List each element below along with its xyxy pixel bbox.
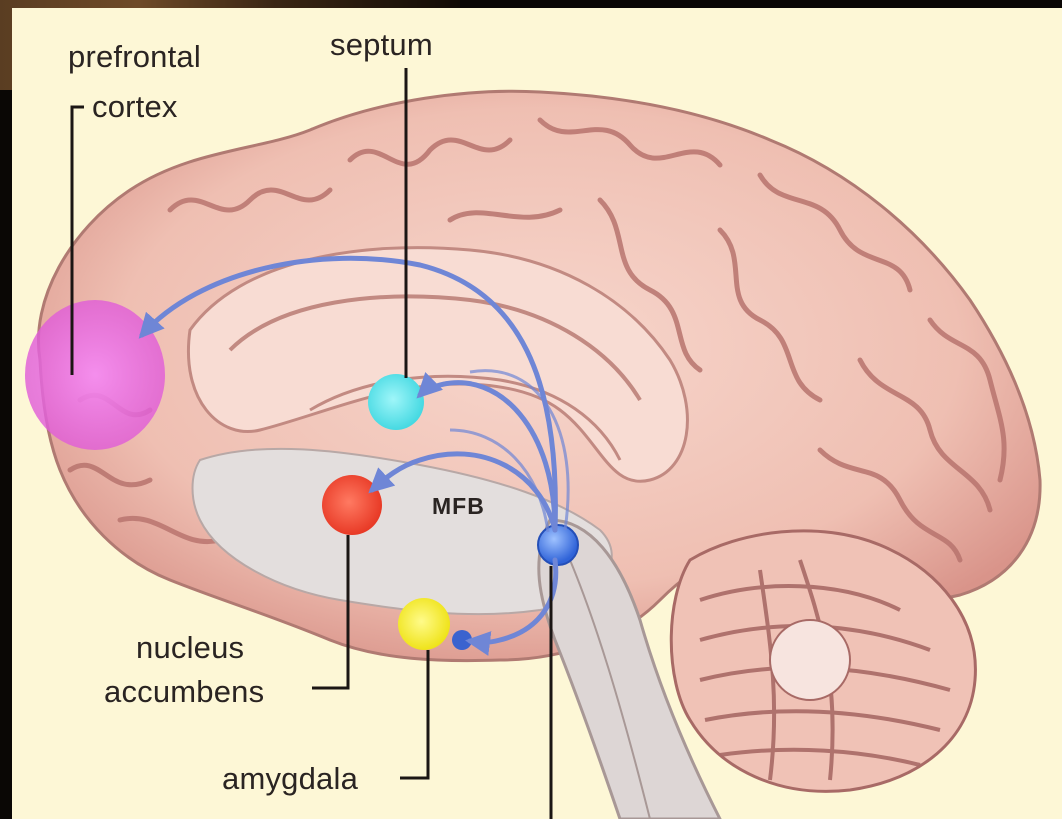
label-prefrontal-line1: prefrontal [68, 40, 201, 73]
label-nucleus-accumbens-line1: nucleus [136, 631, 244, 664]
label-prefrontal-line2: cortex [92, 90, 178, 123]
label-nucleus-accumbens-line2: accumbens [104, 675, 264, 708]
label-septum: septum [330, 28, 433, 61]
vta-region [538, 525, 578, 565]
nucleus-accumbens-region [322, 475, 382, 535]
amygdala-region [398, 598, 450, 650]
septum-region [368, 374, 424, 430]
prefrontal-cortex-region [25, 300, 165, 450]
leader-amygdala [400, 650, 428, 778]
label-mfb: MFB [432, 493, 485, 520]
label-amygdala: amygdala [222, 762, 358, 795]
arbor-vitae [770, 620, 850, 700]
